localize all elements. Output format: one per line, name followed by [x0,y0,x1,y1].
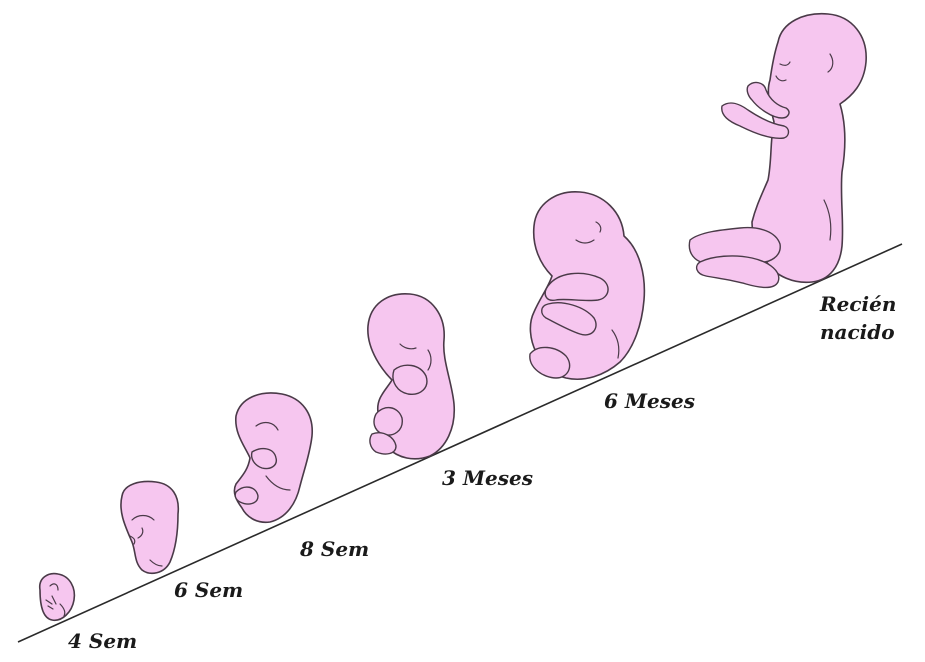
label-3-months: 3 Meses [442,466,533,490]
label-4-weeks: 4 Sem [68,629,137,653]
fetus-4-weeks [40,574,75,621]
growth-timeline-line [18,244,902,642]
label-6-weeks: 6 Sem [174,578,243,602]
newborn-baby [689,14,866,288]
fetus-3-months [368,294,454,459]
label-newborn-line1: Recién [819,292,896,316]
label-newborn-line2: nacido [820,320,895,344]
label-6-months: 6 Meses [604,389,695,413]
fetus-6-weeks [121,482,178,574]
fetus-6-months [530,192,645,379]
fetus-8-weeks [234,393,312,522]
label-8-weeks: 8 Sem [299,537,369,561]
